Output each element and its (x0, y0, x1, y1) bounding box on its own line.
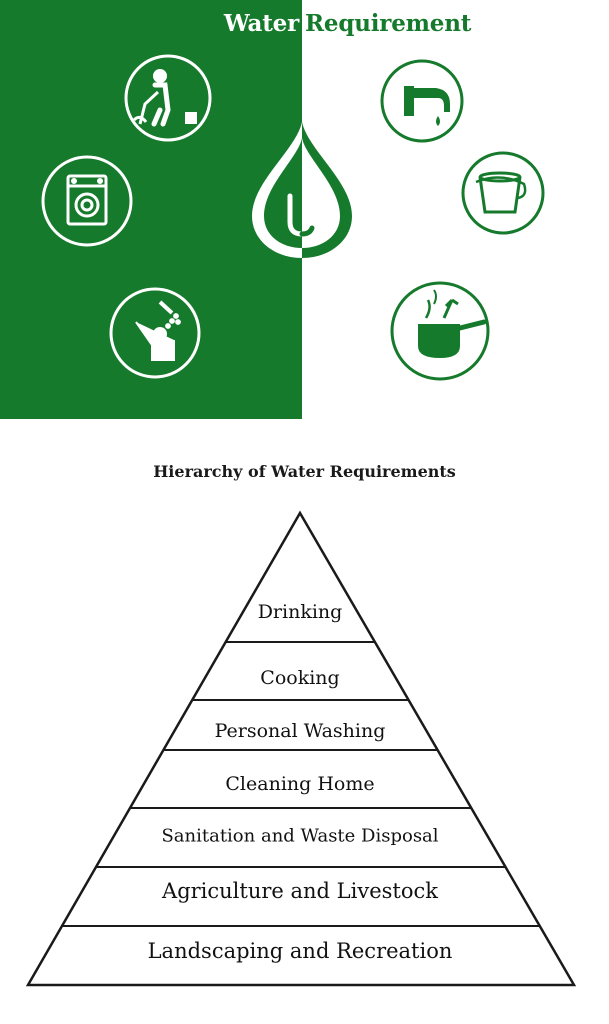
banner-title-word-1: Water (223, 10, 299, 37)
pyramid-level-label: Agriculture and Livestock (161, 879, 438, 903)
cooking-pot-icon (390, 281, 490, 381)
pyramid-level-label: Drinking (258, 601, 343, 623)
water-drop-icon (252, 122, 352, 258)
washing-machine-icon (41, 155, 133, 247)
pyramid-level-label: Personal Washing (215, 720, 386, 742)
cleaning-person-icon (124, 54, 212, 142)
pyramid-level-label: Sanitation and Waste Disposal (161, 826, 438, 847)
water-tap-icon (380, 59, 464, 143)
pyramid-level-label: Landscaping and Recreation (148, 939, 453, 963)
shower-bathing-icon (109, 287, 201, 379)
banner-title-word-2: Requirement (305, 10, 472, 37)
banner-illustration (41, 54, 545, 381)
pyramid-level-label: Cooking (260, 667, 339, 689)
banner-panel: Water Requirement (0, 0, 609, 420)
bucket-icon (461, 151, 545, 235)
hierarchy-title: Hierarchy of Water Requirements (153, 462, 456, 481)
pyramid-level-label: Cleaning Home (225, 773, 374, 795)
